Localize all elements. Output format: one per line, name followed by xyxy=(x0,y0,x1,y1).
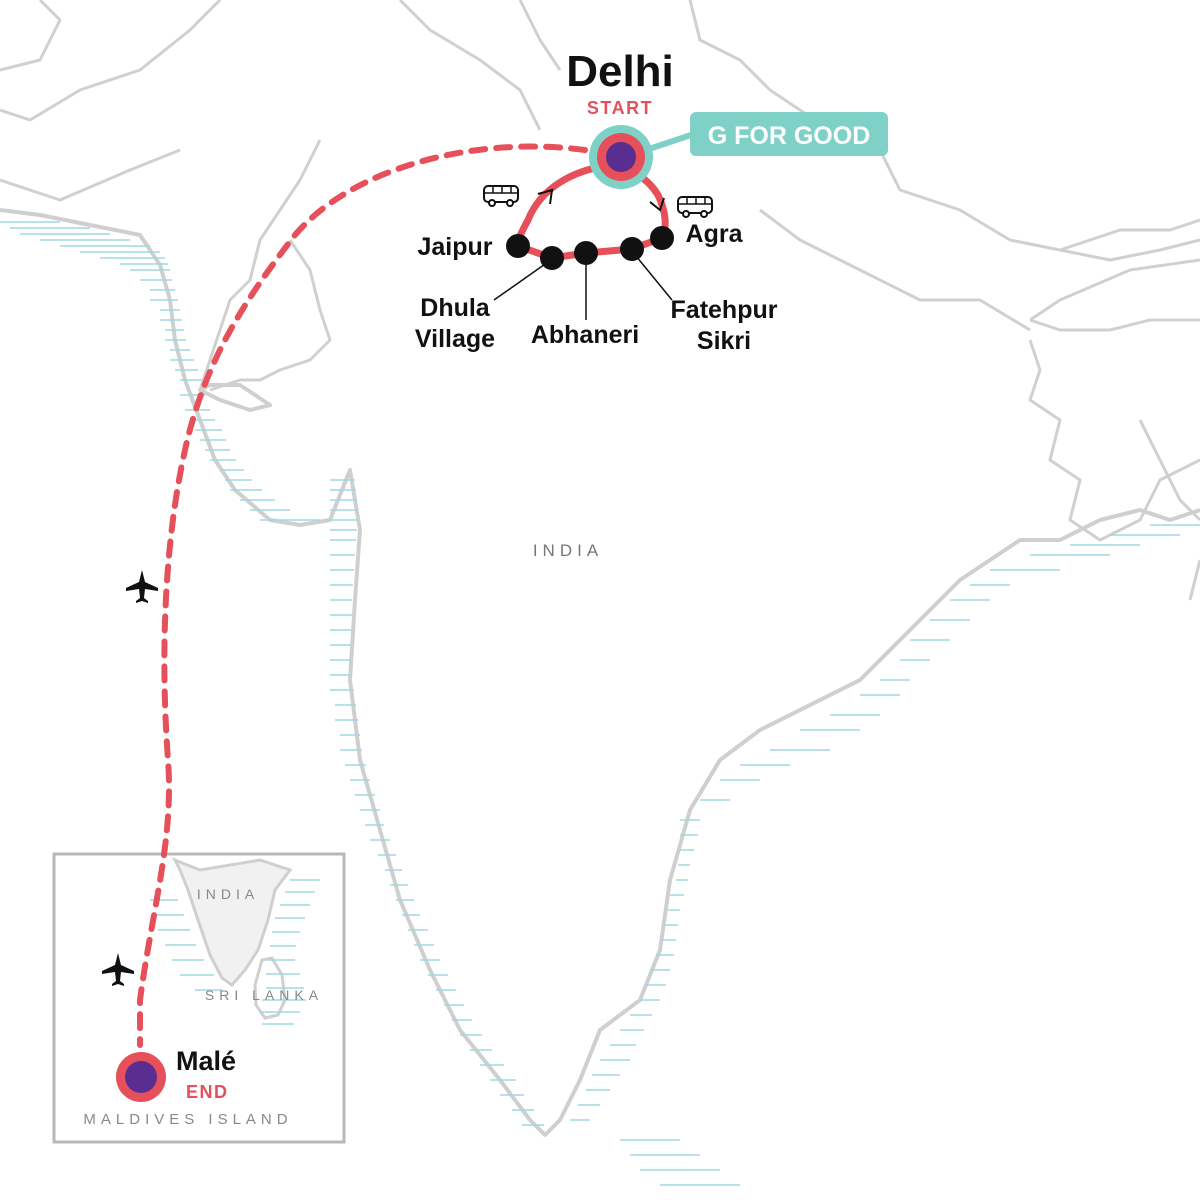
g-for-good-label: G FOR GOOD xyxy=(708,122,871,150)
country-borders xyxy=(0,0,1200,601)
maldives-label: MALDIVES ISLAND xyxy=(83,1111,292,1128)
inset-sri-lanka-label: SRI LANKA xyxy=(205,987,323,1003)
male-label: Malé xyxy=(176,1046,236,1076)
agra-stop[interactable] xyxy=(650,226,674,250)
end-tag: END xyxy=(186,1082,229,1102)
dhula-leader-line xyxy=(493,261,549,301)
bus-icon xyxy=(677,196,713,218)
male-end-marker[interactable] xyxy=(116,1052,166,1102)
dhula-village-stop[interactable] xyxy=(540,246,564,270)
fatehpur-sikri-stop[interactable] xyxy=(620,237,644,261)
sikri-label: Sikri xyxy=(697,327,751,355)
inset-map: INDIA SRI LANKA MALDIVES ISLAND xyxy=(52,852,346,1144)
country-label: INDIA xyxy=(533,541,603,560)
ground-route xyxy=(513,161,669,262)
fatehpur-label: Fatehpur xyxy=(671,296,778,324)
agra-label: Agra xyxy=(686,220,744,248)
water-hatching xyxy=(0,221,1200,1186)
start-tag: START xyxy=(587,98,653,118)
dhula-label: Dhula xyxy=(420,294,491,322)
fatehpur-leader-line xyxy=(635,255,673,301)
village-label: Village xyxy=(415,325,495,353)
bus-icon xyxy=(483,185,519,207)
abhaneri-stop[interactable] xyxy=(574,241,598,265)
g-for-good-badge[interactable]: G FOR GOOD xyxy=(639,112,888,156)
delhi-start-marker[interactable] xyxy=(589,125,653,189)
abhaneri-label: Abhaneri xyxy=(531,321,639,349)
inset-india-label: INDIA xyxy=(197,886,259,902)
flight-route xyxy=(137,143,588,1048)
plane-icon xyxy=(102,953,134,986)
jaipur-label: Jaipur xyxy=(417,233,492,261)
plane-icon xyxy=(126,570,158,603)
delhi-label: Delhi xyxy=(566,47,674,96)
jaipur-stop[interactable] xyxy=(506,234,530,258)
